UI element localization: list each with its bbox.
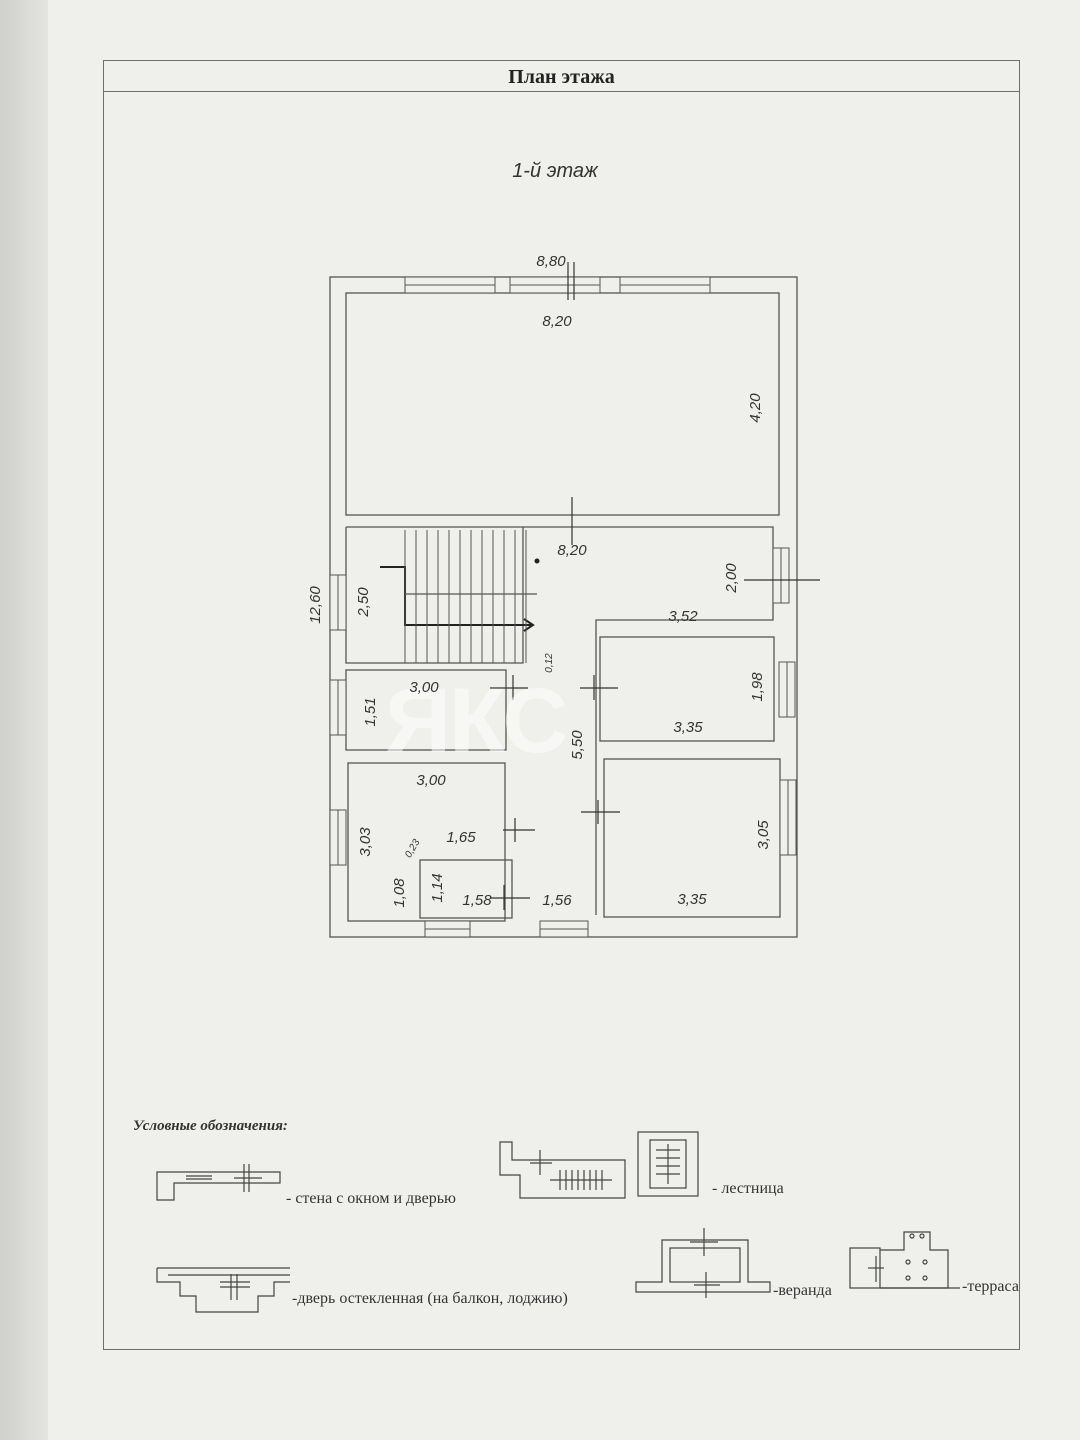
dim-left-room-width: 3,00 (416, 772, 446, 789)
dim-bath-depth: 1,65 (446, 829, 476, 846)
outer-wall-outline (329, 276, 798, 938)
dim-bedroom1-width: 3,35 (673, 719, 703, 736)
dim-bedroom2-width: 3,35 (677, 891, 707, 908)
stair-arrow-head (523, 618, 535, 632)
stair-start-dot (534, 558, 540, 564)
dim-bath-gap: 0,23 (403, 837, 422, 860)
legend-terrace-label: -терраса (962, 1278, 1019, 1295)
drawing-frame (103, 60, 1020, 1350)
dim-corridor-depth: 2,00 (723, 563, 740, 594)
dim-central-length: 5,50 (569, 730, 586, 760)
stair-treads (404, 530, 527, 663)
legend-title: Условные обозначения: (133, 1118, 288, 1134)
dim-total-length: 12,60 (307, 586, 324, 624)
dim-closet-depth: 1,14 (429, 873, 446, 902)
dim-closet-width: 1,58 (462, 892, 492, 909)
dim-small-room-depth: 1,51 (362, 697, 379, 726)
closet (419, 859, 513, 919)
legend-symbols (156, 1131, 960, 1313)
dim-bedroom1-depth: 1,98 (749, 672, 766, 702)
legend-stairs-symbol-2 (637, 1131, 699, 1197)
dim-small-room-width: 3,00 (409, 679, 439, 696)
dim-left-room-depth: 3,03 (357, 827, 374, 857)
legend-glazed-door-label: -дверь остекленная (на балкон, лоджию) (292, 1290, 568, 1307)
legend-glazed-door-symbol (156, 1267, 290, 1313)
floor-label: 1-й этаж (512, 160, 598, 182)
legend-stairs-label: - лестница (712, 1180, 784, 1197)
dim-wall-gap: 0,12 (544, 653, 555, 673)
legend-wall-window-door-label: - стена с окном и дверью (286, 1190, 456, 1207)
legend-veranda-label: -веранда (773, 1282, 832, 1299)
dim-corridor-right-width: 3,52 (668, 608, 698, 625)
page-title: План этажа (103, 62, 1020, 92)
bedroom-1 (599, 636, 775, 742)
dim-hall-depth: 4,20 (747, 393, 764, 423)
stair-arrow-path (380, 566, 532, 626)
dim-corridor-width: 8,20 (557, 542, 587, 559)
legend-wall-window-door-symbol (156, 1164, 281, 1201)
legend-terrace-symbol (849, 1231, 960, 1289)
watermark-logo: ЯКС (385, 670, 567, 772)
windows (329, 276, 797, 938)
legend-stairs-symbol-1 (499, 1141, 626, 1199)
dim-hall-width: 8,20 (542, 313, 572, 330)
dim-bedroom2-depth: 3,05 (755, 820, 772, 850)
dim-entry-width: 1,56 (542, 892, 572, 909)
legend-veranda-symbol (635, 1228, 771, 1298)
dim-stair-length: 2,50 (355, 587, 372, 618)
dim-outer-width: 8,80 (536, 253, 566, 270)
dim-closet-left: 1,08 (391, 878, 408, 908)
document-sheet (48, 0, 1080, 1440)
door-marks (490, 262, 820, 910)
